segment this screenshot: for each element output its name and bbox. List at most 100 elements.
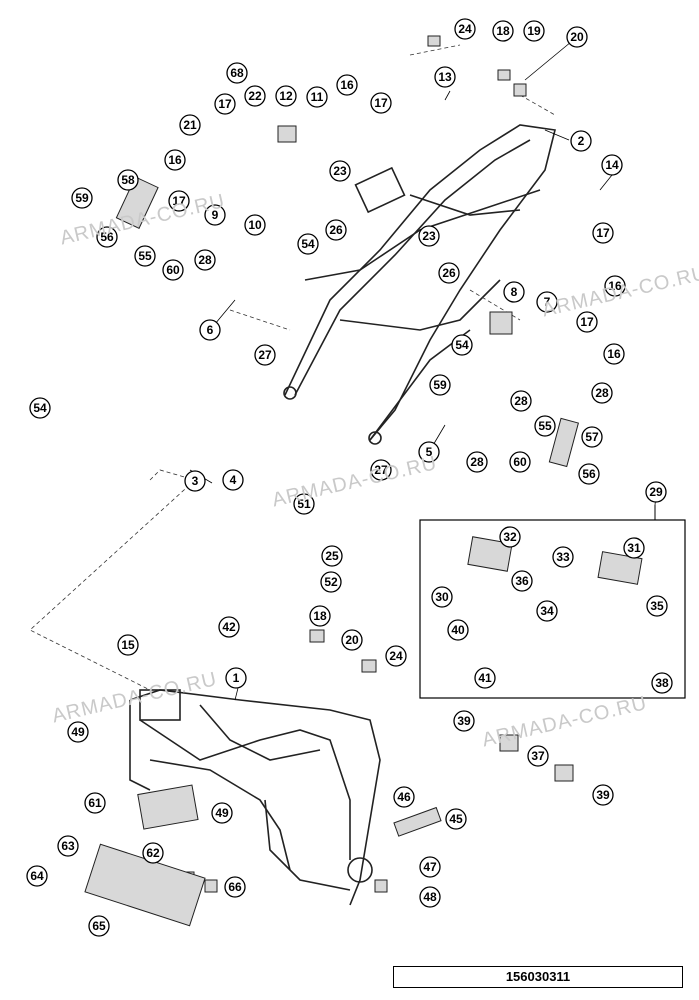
callout-55b (534, 415, 556, 437)
callout-label: 37 (531, 749, 545, 763)
callout-17c (168, 190, 190, 212)
callout-label: 26 (442, 266, 456, 280)
callout-label: 7 (544, 295, 551, 309)
callout-28b (591, 382, 613, 404)
callout-18a (492, 20, 514, 42)
footpeg-part-32 (467, 536, 513, 572)
callout-42 (218, 616, 240, 638)
callout-label: 46 (397, 790, 411, 804)
callout-24b (385, 645, 407, 667)
bushing-part (513, 83, 527, 97)
callout-33 (552, 546, 574, 568)
callout-label: 15 (121, 638, 135, 652)
leader-lines (29, 44, 556, 691)
callout-label: 2 (578, 134, 585, 148)
callout-label: 3 (192, 474, 199, 488)
callout-label: 56 (582, 467, 596, 481)
callout-19 (523, 20, 545, 42)
callout-label: 58 (121, 173, 135, 187)
callout-label: 5 (426, 445, 433, 459)
callout-label: 6 (207, 323, 214, 337)
callout-29 (645, 481, 667, 503)
callout-24a (454, 18, 476, 40)
callout-label: 55 (138, 249, 152, 263)
callout-label: 8 (511, 285, 518, 299)
callout-label: 33 (556, 550, 570, 564)
callout-41 (474, 667, 496, 689)
callout-label: 17 (218, 97, 232, 111)
callout-label: 65 (92, 919, 106, 933)
callout-34 (536, 600, 558, 622)
callout-label: 9 (212, 208, 219, 222)
callout-64 (26, 865, 48, 887)
callout-56b (578, 463, 600, 485)
callout-label: 47 (423, 860, 437, 874)
callout-35 (646, 595, 668, 617)
roller-part (277, 125, 297, 143)
callout-label: 40 (451, 623, 465, 637)
damper-part-37b (554, 764, 574, 782)
callout-label: 28 (198, 253, 212, 267)
footpeg-part-right (548, 417, 579, 468)
small-parts (84, 35, 643, 927)
callout-12 (275, 85, 297, 107)
callout-39b (592, 784, 614, 806)
callout-label: 20 (345, 633, 359, 647)
callout-label: 16 (340, 78, 354, 92)
callout-28d (466, 451, 488, 473)
callout-label: 41 (478, 671, 492, 685)
callout-28a (194, 249, 216, 271)
callout-label: 24 (458, 22, 472, 36)
callout-label: 54 (33, 401, 47, 415)
callout-17d (592, 222, 614, 244)
callout-17a (214, 93, 236, 115)
callout-label: 60 (513, 455, 527, 469)
callout-16a (336, 74, 358, 96)
skid-part (137, 784, 199, 830)
callout-label: 23 (333, 164, 347, 178)
callout-60a (162, 259, 184, 281)
callout-label: 24 (389, 649, 403, 663)
callout-label: 28 (470, 455, 484, 469)
callout-2 (570, 130, 592, 152)
spacer-part-3 (309, 629, 325, 643)
callout-38 (651, 672, 673, 694)
callout-7 (536, 291, 558, 313)
footpeg-part-31 (597, 551, 643, 585)
callout-56a (96, 226, 118, 248)
callout-label: 4 (230, 473, 237, 487)
callout-28c (510, 390, 532, 412)
callout-label: 62 (146, 846, 160, 860)
callout-5 (418, 441, 440, 463)
callout-26a (325, 219, 347, 241)
main-frame (129, 689, 381, 906)
callout-label: 14 (605, 158, 619, 172)
callout-label: 26 (329, 223, 343, 237)
callout-label: 68 (230, 66, 244, 80)
callout-label: 51 (297, 497, 311, 511)
callout-label: 28 (595, 386, 609, 400)
callout-label: 61 (88, 796, 102, 810)
callout-label: 42 (222, 620, 236, 634)
callout-label: 16 (608, 279, 622, 293)
callout-label: 17 (374, 96, 388, 110)
callout-label: 59 (75, 191, 89, 205)
callout-14 (601, 154, 623, 176)
callout-label: 54 (301, 237, 315, 251)
footpeg-part-left (115, 176, 159, 230)
callout-label: 28 (514, 394, 528, 408)
callout-label: 52 (324, 575, 338, 589)
callout-63 (57, 835, 79, 857)
callout-51 (293, 493, 315, 515)
callout-label: 45 (449, 812, 463, 826)
callout-label: 22 (248, 89, 262, 103)
callout-label: 38 (655, 676, 669, 690)
footpeg-kit-box (419, 505, 686, 699)
callout-55a (134, 245, 156, 267)
callout-3 (184, 470, 206, 492)
callout-label: 49 (71, 725, 85, 739)
callout-21 (179, 114, 201, 136)
callout-54c (29, 397, 51, 419)
callout-label: 12 (279, 89, 293, 103)
